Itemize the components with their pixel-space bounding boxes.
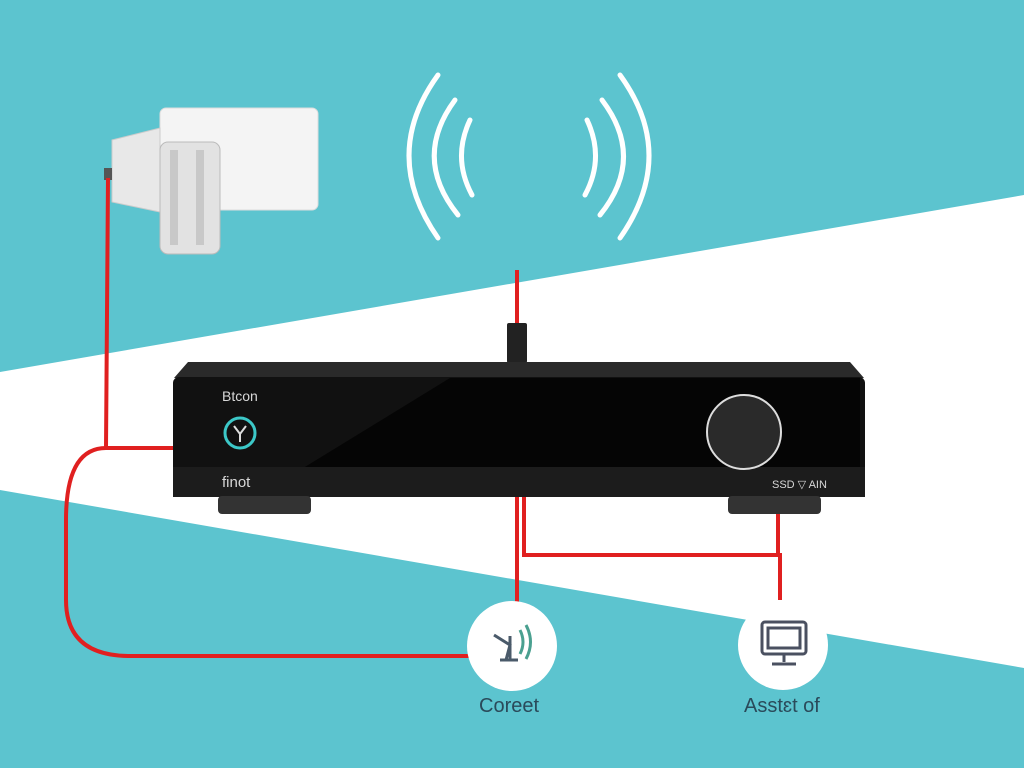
monitor-icon: [760, 620, 808, 666]
satellite-antenna-icon: [493, 624, 532, 662]
device-bottom-label: finot: [222, 474, 251, 491]
cables: [64, 177, 782, 658]
device-model-label: SSD ▽ AIN: [772, 479, 827, 491]
signal-waves-icon: [406, 72, 652, 241]
antenna: [507, 323, 527, 363]
antenna-icon[interactable]: [223, 416, 257, 450]
node-label-satellite: Coreet: [479, 695, 540, 717]
volume-knob[interactable]: [706, 394, 782, 470]
camera-dish-icon: [104, 107, 319, 255]
node-satellite[interactable]: [467, 601, 557, 691]
device-top-label: Btcon: [222, 388, 258, 404]
node-monitor[interactable]: [738, 600, 828, 690]
set-top-box: [173, 362, 865, 514]
node-label-monitor: Asstɛt of: [744, 695, 820, 717]
